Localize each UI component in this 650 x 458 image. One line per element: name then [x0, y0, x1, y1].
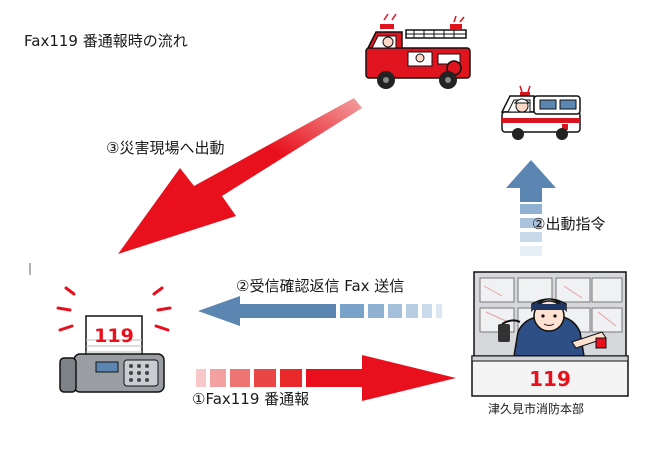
page-title: Fax119 番通報時の流れ — [24, 32, 188, 50]
label-step2-reply-fax: ②受信確認返信 Fax 送信 — [236, 277, 405, 295]
hq-sign-number: 119 — [529, 367, 571, 391]
label-step3-dispatch-to-site: ③災害現場へ出動 — [106, 139, 225, 157]
dispatch-operator-icon — [471, 271, 629, 397]
ambulance-icon — [500, 85, 581, 140]
label-step1-report: ①Fax119 番通報 — [192, 390, 310, 408]
fax-sheet-number: 119 — [94, 325, 134, 347]
label-fire-hq: 津久見市消防本部 — [488, 402, 585, 416]
arrow-dispatch-to-site — [118, 98, 362, 254]
fax-machine-icon — [56, 286, 172, 393]
arrow-reply-fax — [198, 296, 442, 326]
arrow-dispatch-order — [506, 160, 556, 256]
fire-truck-icon — [365, 13, 471, 89]
arrow-fax-report — [196, 355, 456, 401]
label-step2-dispatch-order: ②出動指令 — [532, 215, 606, 233]
